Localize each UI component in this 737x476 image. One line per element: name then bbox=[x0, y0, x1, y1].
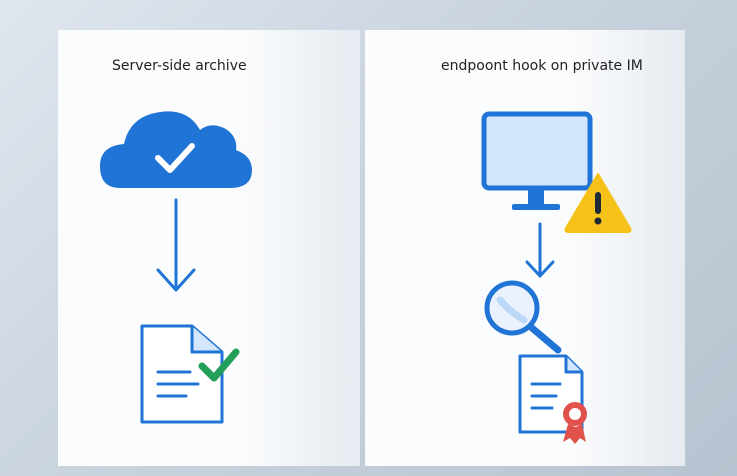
arrow-down-icon bbox=[525, 222, 555, 278]
document-check-icon bbox=[140, 324, 240, 424]
server-side-title: Server-side archive bbox=[112, 58, 247, 74]
warning-icon bbox=[564, 173, 632, 233]
panel-shade bbox=[234, 30, 360, 466]
certificate-document-icon bbox=[518, 354, 587, 444]
arrow-down-icon bbox=[156, 198, 196, 292]
cloud-check-icon bbox=[100, 111, 252, 188]
monitor-icon bbox=[481, 111, 593, 210]
panel-shade bbox=[565, 30, 685, 466]
endpoint-title: endpoont hook on private IM bbox=[441, 58, 643, 74]
magnifier-icon bbox=[484, 280, 562, 354]
